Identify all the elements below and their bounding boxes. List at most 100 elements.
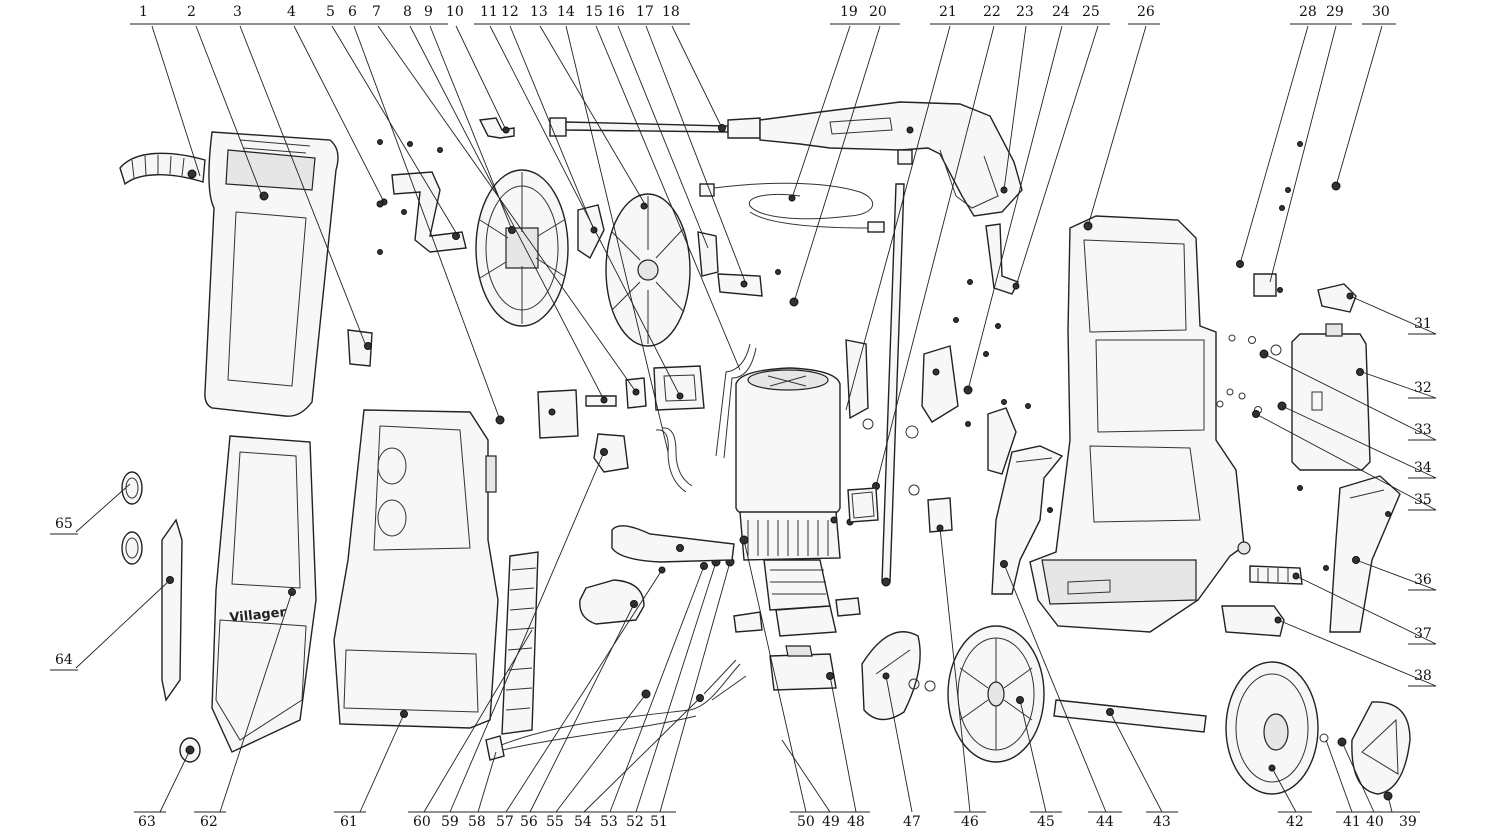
- callout-53: 53: [600, 814, 618, 830]
- part-vent-grille: [495, 415, 539, 735]
- part-side-strip: [161, 518, 183, 702]
- callout-48: 48: [847, 814, 865, 830]
- callout-42: 42: [1286, 814, 1304, 830]
- callout-33: 33: [1414, 422, 1432, 438]
- leader-lines: [75, 25, 1437, 813]
- callout-59: 59: [441, 814, 459, 830]
- part-pressure-block: [769, 645, 837, 691]
- callout-50: 50: [797, 814, 815, 830]
- callout-37: 37: [1414, 626, 1432, 642]
- callout-62: 62: [200, 814, 218, 830]
- part-lance-rod: [872, 149, 913, 587]
- part-drawings: Villager: [119, 101, 1411, 801]
- callout-8: 8: [403, 4, 412, 20]
- part-capacitor: [579, 579, 645, 625]
- callout-34: 34: [1414, 460, 1432, 476]
- callout-56: 56: [520, 814, 538, 830]
- part-side-cover-left: [987, 407, 1064, 595]
- part-gasket: [845, 339, 920, 523]
- callout-16: 16: [607, 4, 625, 20]
- part-power-cable: [485, 659, 747, 761]
- part-switch-block: [537, 365, 705, 439]
- part-side-cover-right: [1329, 475, 1401, 633]
- part-spray-lance: [549, 117, 761, 139]
- callout-32: 32: [1414, 380, 1432, 396]
- callout-11: 11: [480, 4, 498, 20]
- callout-10: 10: [446, 4, 464, 20]
- brand-logo-text: Villager: [229, 605, 287, 626]
- callout-51: 51: [650, 814, 668, 830]
- callout-58: 58: [468, 814, 486, 830]
- callout-7: 7: [372, 4, 381, 20]
- part-front-housing: [333, 409, 499, 729]
- callout-60: 60: [413, 814, 431, 830]
- part-wheel-right: [1225, 661, 1411, 801]
- part-handle-grip: [119, 152, 206, 186]
- callout-54: 54: [574, 814, 592, 830]
- callout-64: 64: [55, 652, 73, 668]
- callout-29: 29: [1326, 4, 1344, 20]
- callout-28: 28: [1299, 4, 1317, 20]
- callout-49: 49: [822, 814, 840, 830]
- part-inner-hoses: [593, 343, 757, 493]
- part-wheel-left: [947, 625, 1045, 763]
- callout-13: 13: [530, 4, 548, 20]
- callout-44: 44: [1096, 814, 1114, 830]
- part-reel-cover-disc: [605, 193, 691, 347]
- callout-47: 47: [903, 814, 921, 830]
- callout-45: 45: [1037, 814, 1055, 830]
- part-pivot-bracket: [377, 139, 467, 255]
- part-main-housing: [1029, 215, 1251, 633]
- callout-3: 3: [233, 4, 242, 20]
- callout-40: 40: [1366, 814, 1384, 830]
- callout-55: 55: [546, 814, 564, 830]
- callout-15: 15: [585, 4, 603, 20]
- part-cord-hook-set: [1221, 565, 1329, 637]
- callout-26: 26: [1137, 4, 1155, 20]
- callout-21: 21: [939, 4, 957, 20]
- part-hose-reel-disc: [475, 169, 569, 327]
- part-small-fittings-right: [1236, 141, 1357, 313]
- callout-35: 35: [1414, 492, 1432, 508]
- part-reel-bracket: [577, 204, 605, 260]
- part-misc-screws: [376, 200, 1031, 427]
- callout-30: 30: [1372, 4, 1390, 20]
- callout-24: 24: [1052, 4, 1070, 20]
- callout-46: 46: [961, 814, 979, 830]
- part-axle: [1053, 699, 1207, 733]
- callout-65: 65: [55, 516, 73, 532]
- callout-36: 36: [1414, 572, 1432, 588]
- part-spray-gun: [759, 101, 1023, 217]
- part-hook: [347, 329, 373, 367]
- callout-57: 57: [496, 814, 514, 830]
- part-end-caps: [121, 471, 143, 565]
- part-front-panel: Villager: [211, 435, 317, 753]
- callout-2: 2: [187, 4, 196, 20]
- callout-25: 25: [1082, 4, 1100, 20]
- part-clamp: [478, 117, 515, 139]
- part-high-pressure-hose: [699, 182, 885, 233]
- part-wheel-cover: [861, 631, 936, 721]
- part-side-clip: [921, 223, 1020, 423]
- callout-63: 63: [138, 814, 156, 830]
- callout-6: 6: [348, 4, 357, 20]
- callout-1: 1: [139, 4, 148, 20]
- callout-31: 31: [1414, 316, 1432, 332]
- callout-19: 19: [840, 4, 858, 20]
- callout-23: 23: [1016, 4, 1034, 20]
- callout-12: 12: [501, 4, 519, 20]
- callout-20: 20: [869, 4, 887, 20]
- part-handle-frame: [204, 131, 339, 417]
- part-hose-connector: [697, 231, 781, 297]
- callout-43: 43: [1153, 814, 1171, 830]
- part-motor-pump-assembly: [700, 367, 861, 637]
- callout-9: 9: [424, 4, 433, 20]
- callout-39: 39: [1399, 814, 1417, 830]
- callout-22: 22: [983, 4, 1001, 20]
- callout-4: 4: [287, 4, 296, 20]
- callout-14: 14: [557, 4, 575, 20]
- callout-61: 61: [340, 814, 358, 830]
- callout-17: 17: [636, 4, 654, 20]
- callout-18: 18: [662, 4, 680, 20]
